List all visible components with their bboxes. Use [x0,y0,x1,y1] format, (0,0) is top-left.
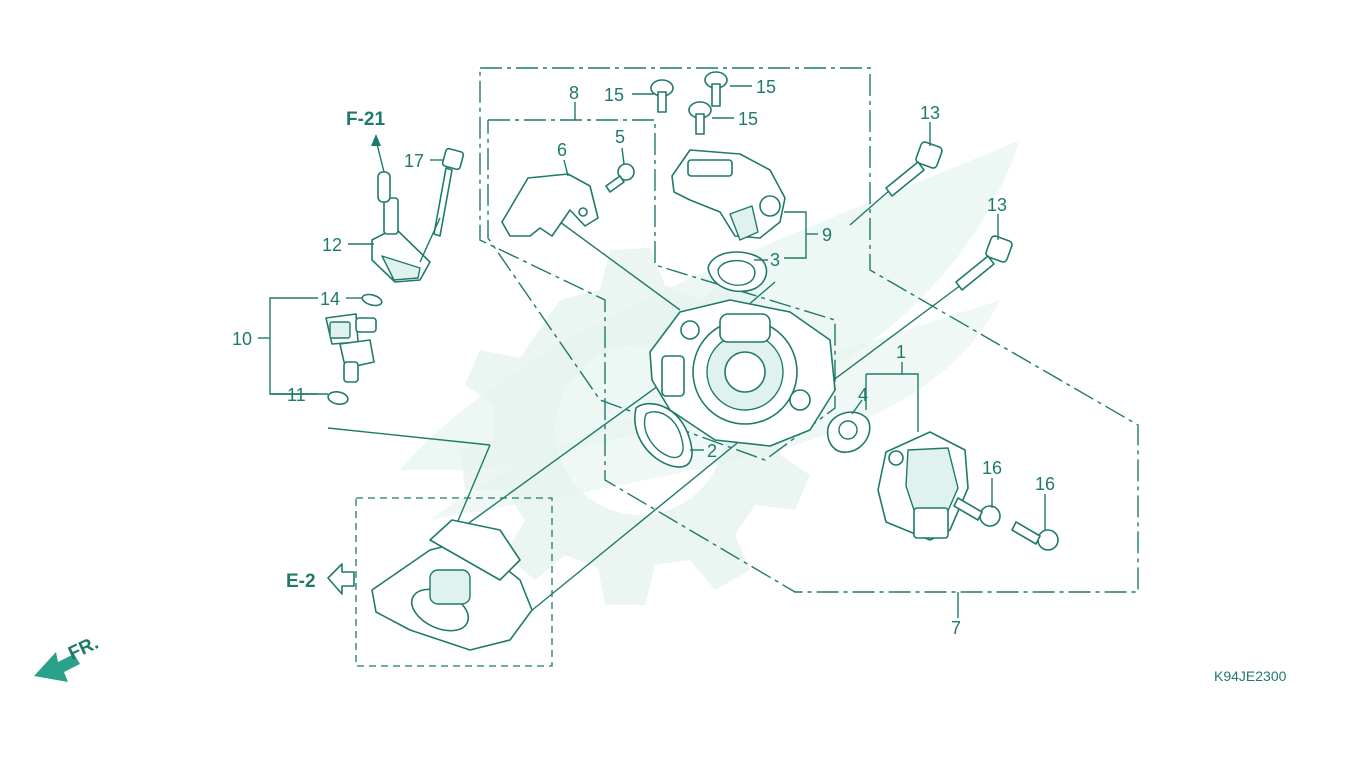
injector-group-bracket [269,297,318,395]
part-13-bolt-a [885,141,943,197]
callout-9: 9 [822,225,832,245]
reference-f21[interactable]: F-21 [346,109,386,130]
reference-e2[interactable]: E-2 [286,571,316,592]
callout-15-c: 15 [738,109,758,129]
callout-6: 6 [557,140,567,160]
part-1-sensor [877,431,969,541]
reference-arrow-icon [327,563,355,595]
callout-13-a: 13 [920,103,940,123]
intake-pipe-outline [355,497,553,667]
part-9-valve [671,149,786,241]
callout-5: 5 [615,127,625,147]
part-6-bracket [501,173,599,237]
callout-12: 12 [322,235,342,255]
callout-11: 11 [287,385,306,405]
callout-17: 17 [404,151,424,171]
callout-2: 2 [707,441,717,461]
part-16-bolt-b [1011,521,1059,551]
assembly-outline-8 [487,119,836,461]
part-17-bolt [419,147,465,263]
part-15-screw-a [650,79,674,113]
part-12-joint [371,134,431,283]
intake-pipe [371,519,533,651]
part-16-bolt-a [953,497,1001,527]
part-10-injector [325,313,377,383]
part-2-gasket [634,402,693,468]
front-arrow-icon [34,652,80,682]
callout-10: 10 [232,329,252,349]
throttle-body [649,299,836,447]
part-4-gasket [826,411,871,453]
callout-16-b: 16 [1035,474,1055,494]
part-15-screw-b [704,71,728,107]
part-5-screw [605,163,635,193]
part-15-screw-c [688,101,712,135]
callout-8: 8 [569,83,579,103]
part-3-gasket [707,251,768,293]
assembly-outline-7 [479,67,1139,593]
callout-1: 1 [896,342,906,362]
leader-lines [270,85,1046,530]
callout-4: 4 [858,385,868,405]
callout-16-a: 16 [982,458,1002,478]
callout-15-b: 15 [756,77,776,97]
callout-13-b: 13 [987,195,1007,215]
diagram-code: K94JE2300 [1214,668,1287,684]
part-13-bolt-b [955,235,1013,291]
callout-14: 14 [320,289,340,309]
callout-3: 3 [770,250,780,270]
callout-7: 7 [951,618,961,638]
callout-15-a: 15 [604,85,624,105]
part-14-oring [361,293,383,307]
part-11-oring [327,391,349,405]
